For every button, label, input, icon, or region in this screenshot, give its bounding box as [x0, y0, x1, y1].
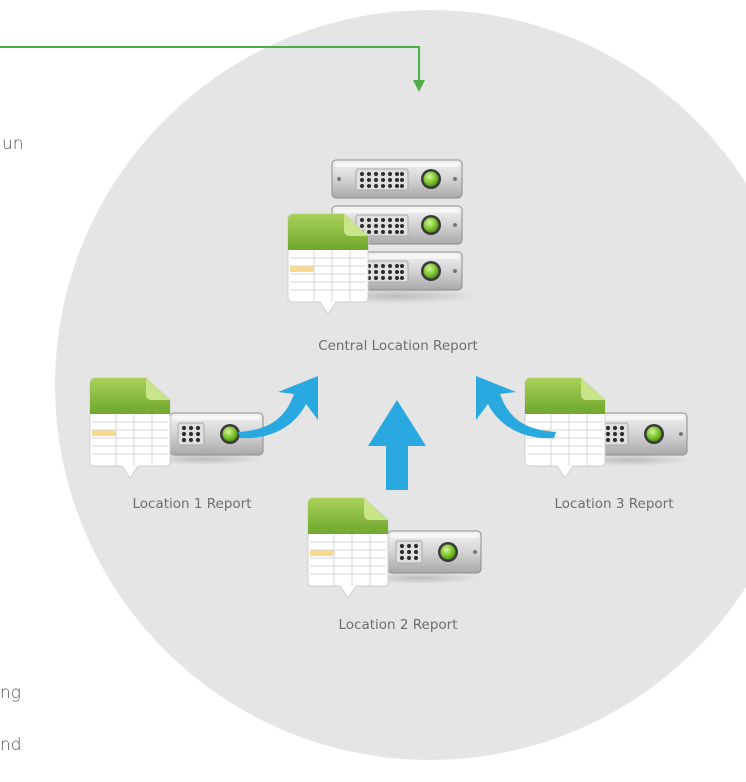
arrow-location2-to-central: [368, 400, 426, 490]
location1-report-document-icon: [89, 377, 171, 479]
central-report-document-icon: [287, 213, 369, 315]
left-text-fragment-3: nd: [0, 735, 22, 755]
arrow-location1-to-central: [238, 376, 318, 439]
caption-central-location-report: Central Location Report: [318, 338, 478, 354]
background-circle: [55, 10, 746, 760]
left-text-fragment-2: ng: [0, 683, 21, 703]
arrow-location3-to-central: [476, 376, 556, 439]
location2-report-document-icon: [307, 497, 389, 599]
location1-server-icon: [145, 412, 265, 465]
caption-location2-report: Location 2 Report: [338, 617, 458, 633]
connector-line: [0, 46, 425, 92]
location3-report-document-icon: [524, 377, 606, 479]
caption-location1-report: Location 1 Report: [132, 496, 252, 512]
location2-server-icon: [360, 530, 482, 584]
caption-location3-report: Location 3 Report: [554, 496, 674, 512]
left-text-fragment-1: un: [2, 134, 24, 154]
